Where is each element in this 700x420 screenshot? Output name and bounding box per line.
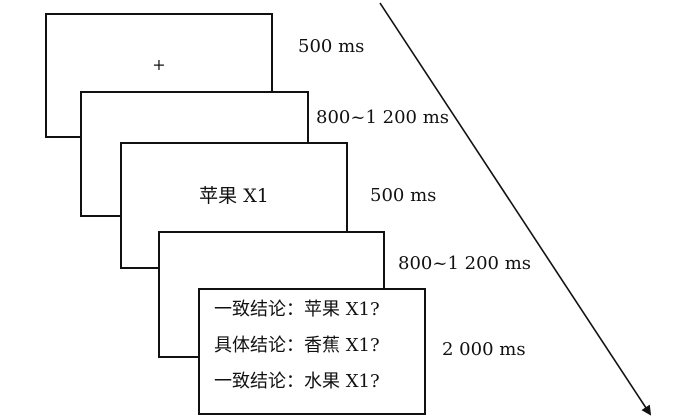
duration-blank-1: 800~1 200 ms: [316, 107, 449, 128]
conclusion-consistent-apple: 一致结论：苹果 X1?: [214, 299, 380, 320]
fixation-cross: +: [152, 55, 166, 74]
duration-stimulus: 500 ms: [370, 185, 437, 206]
duration-blank-2: 800~1 200 ms: [398, 253, 531, 274]
conclusion-list: 一致结论：苹果 X1? 具体结论：香蕉 X1? 一致结论：水果 X1?: [214, 300, 380, 392]
duration-conclusion: 2 000 ms: [442, 339, 526, 360]
conclusion-specific-banana: 具体结论：香蕉 X1?: [214, 335, 380, 356]
duration-fixation: 500 ms: [298, 36, 365, 57]
conclusion-consistent-fruit: 一致结论：水果 X1?: [214, 371, 380, 392]
conclusion-screen: 一致结论：苹果 X1? 具体结论：香蕉 X1? 一致结论：水果 X1?: [198, 288, 426, 415]
stimulus-text: 苹果 X1: [199, 185, 269, 207]
